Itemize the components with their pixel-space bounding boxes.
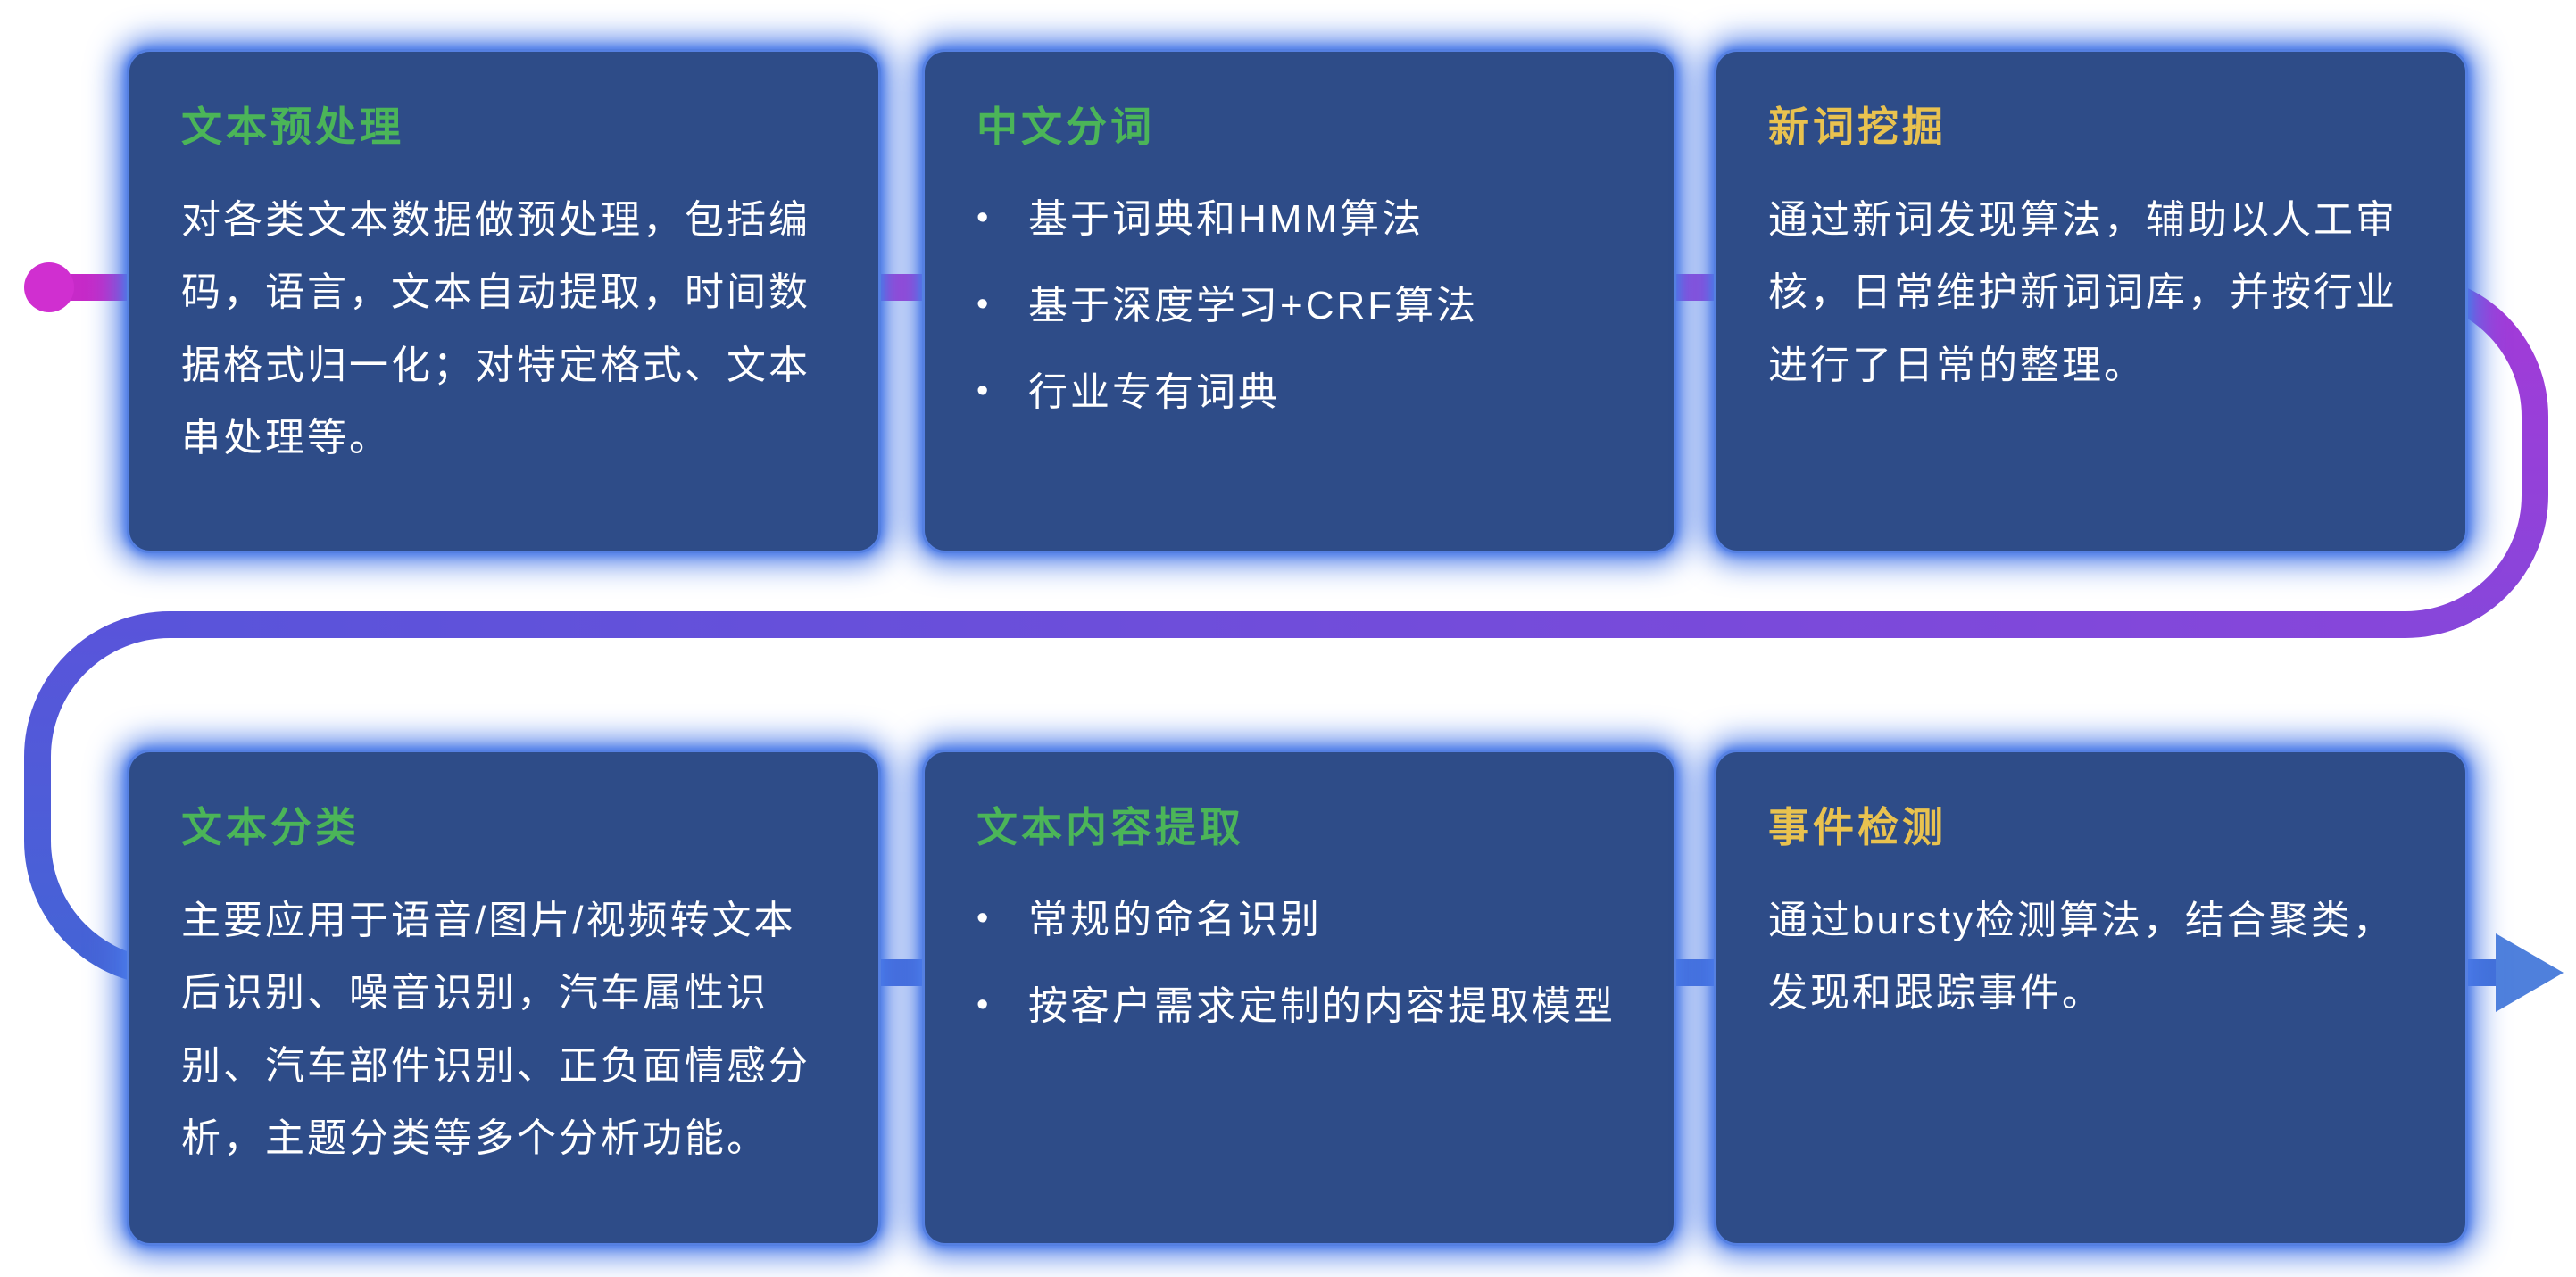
list-item: • 常规的命名识别 — [976, 884, 1622, 955]
list-item: • 基于词典和HMM算法 — [976, 184, 1622, 254]
card-bullet-list: • 基于词典和HMM算法 • 基于深度学习+CRF算法 • 行业专有词典 — [976, 184, 1622, 428]
bullet-text: 基于词典和HMM算法 — [1028, 197, 1425, 241]
card-event-detection: 事件检测 通过bursty检测算法，结合聚类，发现和跟踪事件。 — [1714, 750, 2468, 1246]
card-title: 新词挖掘 — [1768, 104, 1947, 150]
card-title: 事件检测 — [1768, 804, 1947, 850]
card-title: 文本内容提取 — [976, 804, 1244, 850]
card-title: 文本分类 — [181, 804, 360, 850]
list-item: • 行业专有词典 — [976, 357, 1622, 427]
card-description: 通过bursty检测算法，结合聚类，发现和跟踪事件。 — [1768, 899, 2395, 1016]
card-new-word-mining: 新词挖掘 通过新词发现算法，辅助以人工审核，日常维护新词词库，并按行业进行了日常… — [1714, 49, 2468, 553]
card-title: 文本预处理 — [181, 104, 404, 150]
card-description: 通过新词发现算法，辅助以人工审核，日常维护新词词库，并按行业进行了日常的整理。 — [1768, 198, 2397, 387]
card-text-classification: 文本分类 主要应用于语音/图片/视频转文本后识别、噪音识别，汽车属性识别、汽车部… — [127, 750, 881, 1246]
bullet-icon: • — [976, 286, 992, 324]
list-item: • 基于深度学习+CRF算法 — [976, 270, 1622, 341]
bullet-icon: • — [976, 986, 992, 1024]
card-text-preprocessing: 文本预处理 对各类文本数据做预处理，包括编码，语言，文本自动提取，时间数据格式归… — [127, 49, 881, 553]
bullet-icon: • — [976, 372, 992, 410]
card-title: 中文分词 — [976, 104, 1155, 150]
bullet-icon: • — [976, 900, 992, 937]
card-description: 对各类文本数据做预处理，包括编码，语言，文本自动提取，时间数据格式归一化；对特定… — [181, 198, 810, 460]
flow-arrow-icon — [2496, 933, 2564, 1012]
list-item: • 按客户需求定制的内容提取模型 — [976, 971, 1622, 1041]
card-bullet-list: • 常规的命名识别 • 按客户需求定制的内容提取模型 — [976, 884, 1622, 1041]
flow-line-left-curve — [24, 611, 170, 986]
card-text-content-extraction: 文本内容提取 • 常规的命名识别 • 按客户需求定制的内容提取模型 — [922, 750, 1676, 1246]
bullet-text: 基于深度学习+CRF算法 — [1028, 284, 1479, 328]
flow-line-right-curve — [2405, 274, 2548, 638]
card-description: 主要应用于语音/图片/视频转文本后识别、噪音识别，汽车属性识别、汽车部件识别、正… — [181, 899, 810, 1161]
card-chinese-word-segmentation: 中文分词 • 基于词典和HMM算法 • 基于深度学习+CRF算法 • 行业专有词… — [922, 49, 1676, 553]
bullet-text: 常规的命名识别 — [1028, 898, 1322, 941]
bullet-icon: • — [976, 199, 992, 236]
flow-start-dot-icon — [24, 262, 74, 312]
bullet-text: 按客户需求定制的内容提取模型 — [1028, 984, 1616, 1029]
bullet-text: 行业专有词典 — [1028, 370, 1280, 415]
